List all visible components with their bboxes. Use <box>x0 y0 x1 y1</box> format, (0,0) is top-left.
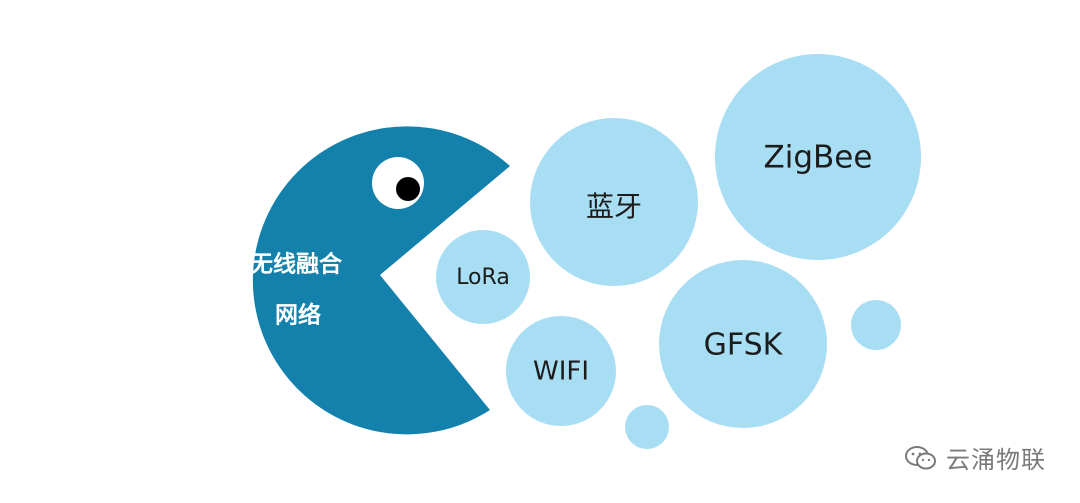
bubble-zigbee <box>715 54 921 260</box>
bubble-wifi <box>506 316 616 426</box>
bubble-label-lora: LoRa <box>456 265 510 290</box>
pacman-pupil <box>396 177 420 201</box>
watermark: 云涌物联 <box>904 440 1046 475</box>
pacman-label-line2: 网络 <box>275 302 321 329</box>
bubble-label-wifi: WIFI <box>533 357 589 387</box>
pacman-label-line1: 无线融合 <box>250 251 343 278</box>
bubble-lora <box>436 230 530 324</box>
bubble-label-gfsk: GFSK <box>704 328 784 363</box>
bubble-label-bluetooth: 蓝牙 <box>586 190 642 223</box>
bubble-gfsk <box>659 260 827 428</box>
wechat-icon <box>905 445 936 469</box>
bubble-small-right <box>851 300 901 350</box>
pacman-body <box>252 126 510 435</box>
bubble-small-bottom <box>625 405 669 449</box>
bubble-bluetooth <box>530 118 698 286</box>
bubble-group: LoRa 蓝牙 ZigBee WIFI GFSK <box>436 54 921 449</box>
bubble-label-zigbee: ZigBee <box>764 140 873 176</box>
watermark-text: 云涌物联 <box>946 446 1046 474</box>
pacman-group: 无线融合 网络 <box>250 126 510 435</box>
